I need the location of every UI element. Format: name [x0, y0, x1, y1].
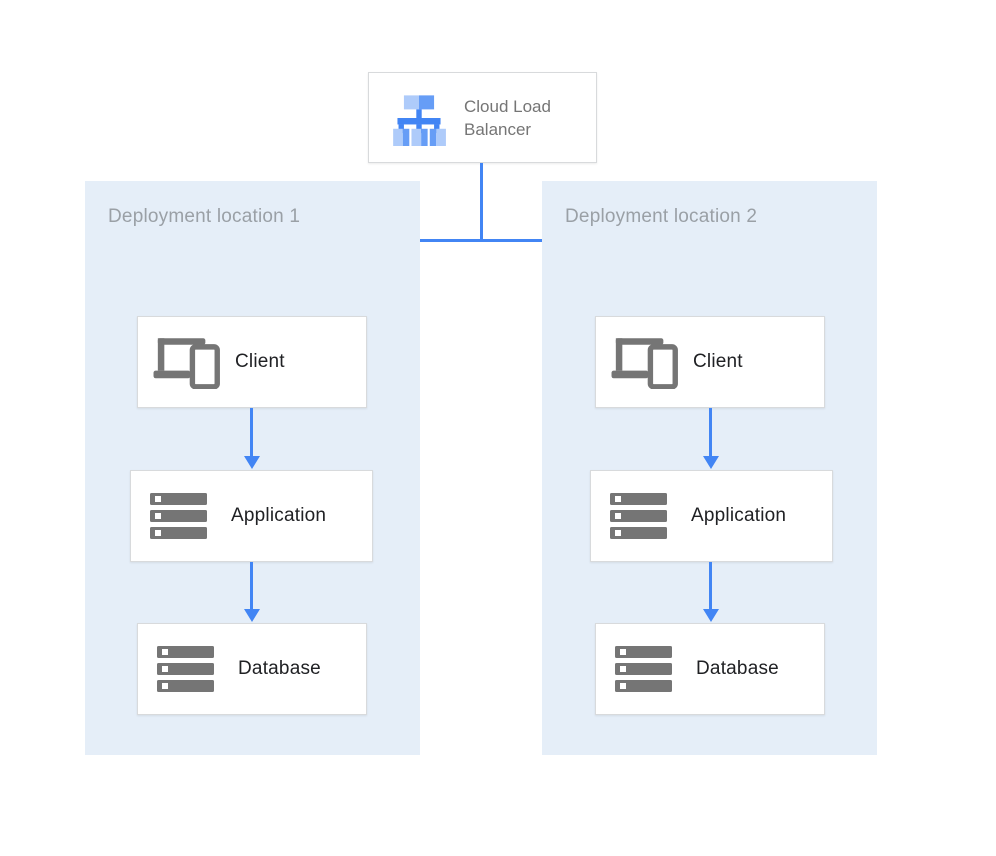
connector-client-to-application-1 — [250, 408, 253, 457]
deployment-location-2-label: Deployment location 2 — [565, 206, 758, 227]
client-node-label: Client — [693, 351, 743, 372]
connector-lb-stem — [480, 163, 483, 241]
application-node-location-2: Application — [590, 470, 833, 562]
arrowhead-application-to-database-1 — [244, 609, 260, 622]
connector-application-to-database-1 — [250, 562, 253, 610]
application-node-label: Application — [231, 505, 327, 526]
cloud-load-balancer-icon — [393, 94, 446, 146]
devices-icon — [153, 338, 220, 389]
server-stack-icon — [615, 646, 672, 692]
devices-icon — [611, 338, 678, 389]
client-node-label: Client — [235, 351, 285, 372]
server-stack-icon — [157, 646, 214, 692]
database-node-location-1: Database — [137, 623, 367, 715]
application-node-label: Application — [691, 505, 787, 526]
cloud-load-balancer-label: Cloud Load Balancer — [464, 96, 551, 139]
server-stack-icon — [150, 493, 207, 539]
connector-application-to-database-2 — [709, 562, 712, 610]
connector-branch — [250, 239, 711, 242]
database-node-label: Database — [238, 658, 321, 679]
arrowhead-application-to-database-2 — [703, 609, 719, 622]
arrowhead-client-to-application-2 — [703, 456, 719, 469]
connector-client-to-application-2 — [709, 408, 712, 457]
application-node-location-1: Application — [130, 470, 373, 562]
database-node-location-2: Database — [595, 623, 825, 715]
deployment-location-1-label: Deployment location 1 — [108, 206, 301, 227]
cloud-load-balancer-node: Cloud Load Balancer — [368, 72, 597, 163]
client-node-location-2: Client — [595, 316, 825, 408]
server-stack-icon — [610, 493, 667, 539]
arrowhead-client-to-application-1 — [244, 456, 260, 469]
database-node-label: Database — [696, 658, 779, 679]
client-node-location-1: Client — [137, 316, 367, 408]
